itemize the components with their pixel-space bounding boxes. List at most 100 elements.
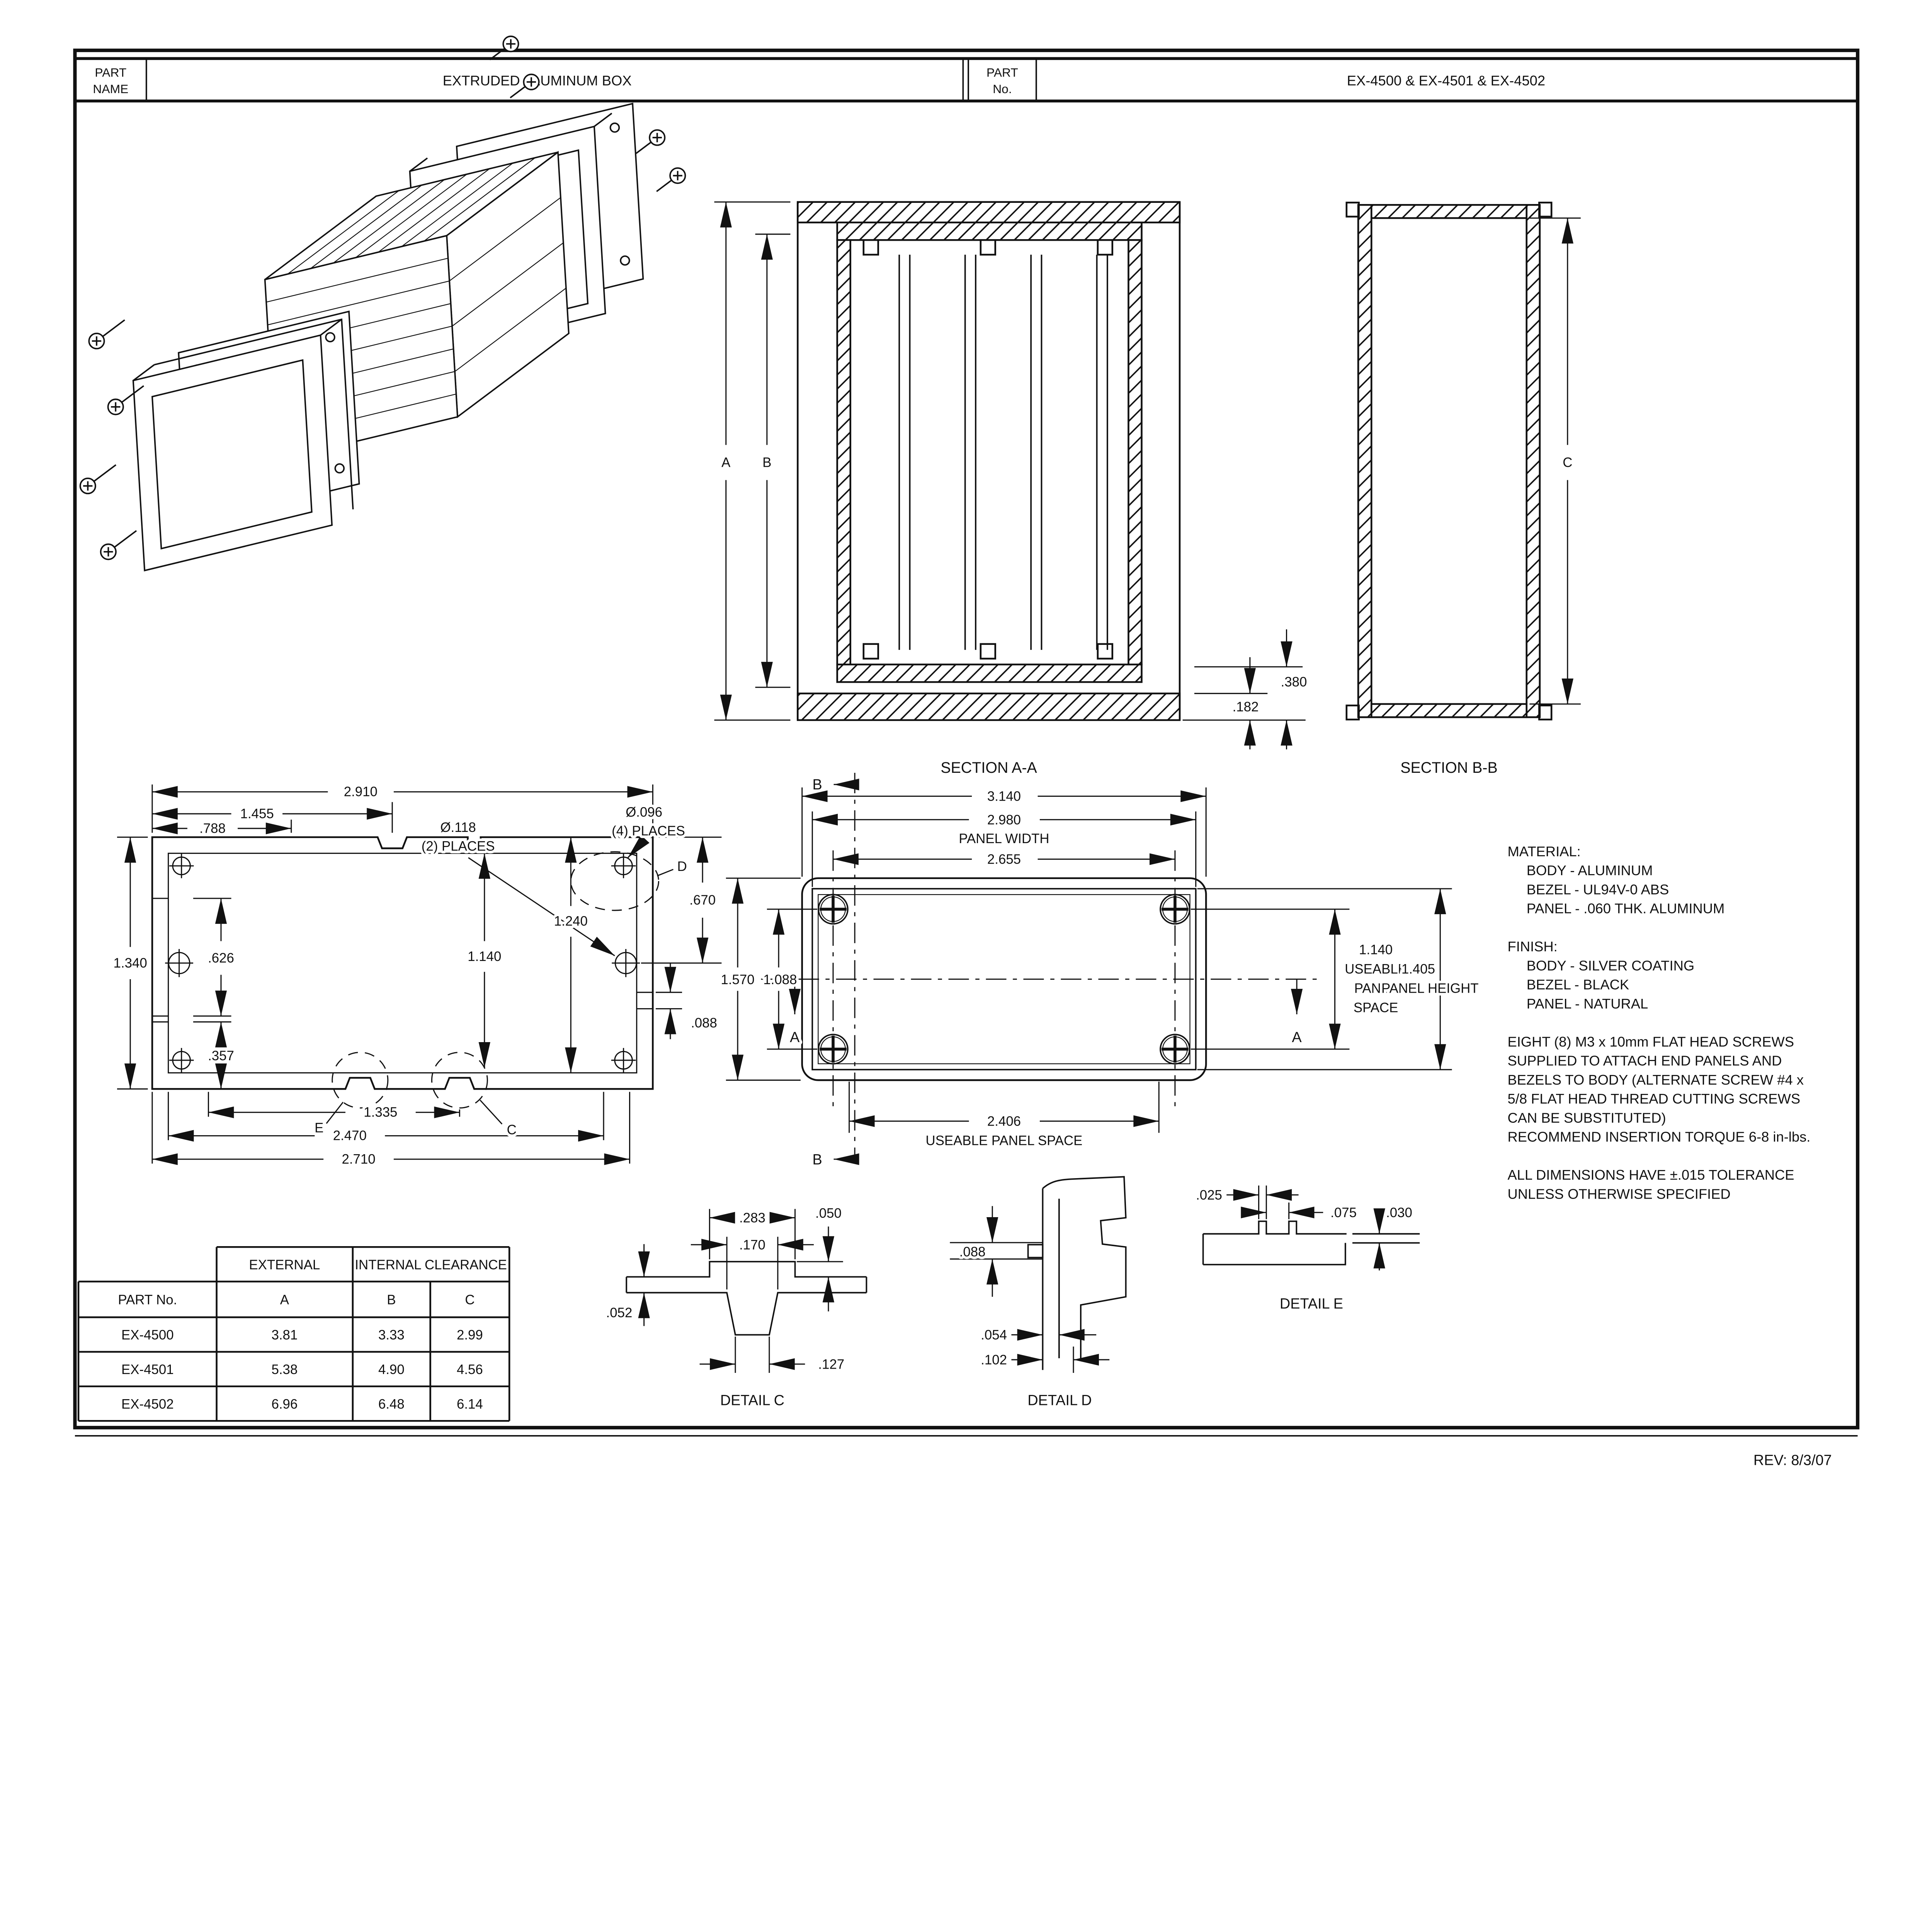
front-panel-view	[761, 772, 1318, 1159]
dim-2910: 2.910	[344, 784, 378, 799]
marker-b-bottom: B	[813, 1152, 822, 1168]
screw-note-line: CAN BE SUBSTITUTED)	[1508, 1110, 1666, 1126]
dim-1088: 1.088	[763, 972, 797, 987]
finish-title: FINISH:	[1508, 939, 1558, 954]
cell-c: 2.99	[457, 1328, 483, 1343]
dim-1455: 1.455	[240, 806, 274, 821]
useable-line1: USEABLE	[1345, 962, 1407, 977]
cell-b: 6.48	[378, 1396, 405, 1412]
title-block	[75, 57, 1858, 103]
section-b-b-dims	[1529, 217, 1581, 705]
table-col-b: B	[387, 1293, 396, 1308]
detail-d-label: DETAIL D	[1027, 1392, 1092, 1408]
table-row: EX-4501 5.38 4.90 4.56	[121, 1362, 483, 1377]
marker-a-left: A	[790, 1029, 800, 1046]
detail-d-dim-054: .054	[981, 1328, 1007, 1343]
dim-788: .788	[199, 821, 226, 836]
section-b-dim-c: C	[1563, 455, 1572, 470]
finish-line: BODY - SILVER COATING	[1527, 957, 1694, 973]
detail-c-dim-283: .283	[739, 1211, 765, 1226]
cell-a: 3.81	[271, 1328, 298, 1343]
marker-b-top: B	[813, 777, 822, 793]
dim-2655: 2.655	[987, 852, 1021, 867]
dim-357: .357	[208, 1048, 234, 1063]
callout-e: E	[315, 1120, 323, 1135]
profile-dims	[117, 784, 722, 1165]
screw-note-line: BEZELS TO BODY (ALTERNATE SCREW #4 x	[1508, 1072, 1804, 1088]
front-panel-dims	[726, 779, 1452, 1165]
detail-c-dim-050: .050	[815, 1206, 842, 1221]
dim-1140-profile: 1.140	[468, 949, 501, 964]
notes-block: MATERIAL: BODY - ALUMINUM BEZEL - UL94V-…	[1508, 844, 1811, 1202]
dim-2980: 2.980	[987, 812, 1021, 827]
isometric-exploded-view	[79, 36, 686, 571]
part-no-label-line1: PART	[986, 65, 1018, 79]
detail-e-label: DETAIL E	[1280, 1296, 1343, 1312]
useable-line2: PANEL	[1354, 981, 1398, 996]
cell-c: 4.56	[457, 1362, 483, 1377]
hole-118: Ø.118	[440, 820, 476, 835]
section-b-b-view	[1345, 201, 1553, 721]
cell-b: 4.90	[378, 1362, 405, 1377]
panel-width-label: PANEL WIDTH	[959, 831, 1049, 846]
material-line: PANEL - .060 THK. ALUMINUM	[1527, 901, 1725, 917]
detail-e-view	[1202, 1185, 1420, 1270]
callout-c: C	[507, 1122, 517, 1138]
detail-d-view	[950, 1176, 1127, 1373]
part-no-value: EX-4500 & EX-4501 & EX-4502	[1347, 73, 1545, 88]
section-a-a-label: SECTION A-A	[940, 759, 1037, 776]
sheet-border	[73, 48, 1860, 1437]
detail-e-dim-075: .075	[1330, 1205, 1357, 1220]
cell-b: 3.33	[378, 1328, 405, 1343]
dim-182: .182	[1233, 699, 1259, 714]
dim-2710: 2.710	[342, 1151, 375, 1167]
panel-screw-icon	[818, 894, 1190, 1065]
table-header-internal: INTERNAL CLEARANCE	[355, 1257, 507, 1272]
detail-c-view	[626, 1209, 867, 1373]
screw-icon	[79, 36, 686, 560]
dim-1405: 1.405	[1401, 962, 1435, 977]
screw-note-line: 5/8 FLAT HEAD THREAD CUTTING SCREWS	[1508, 1091, 1801, 1107]
useable-panel-space-label: USEABLE PANEL SPACE	[926, 1133, 1083, 1148]
material-line: BODY - ALUMINUM	[1527, 862, 1653, 878]
engineering-drawing-sheet: PART NAME EXTRUDED ALUMINUM BOX PART No.…	[73, 36, 1860, 1469]
part-name-label-line2: NAME	[93, 82, 128, 96]
section-a-dim-a: A	[721, 455, 731, 470]
detail-c-dim-127: .127	[818, 1357, 844, 1372]
size-table	[77, 1246, 510, 1422]
cell-a: 5.38	[271, 1362, 298, 1377]
dim-1340: 1.340	[114, 956, 147, 971]
cell-part: EX-4502	[121, 1396, 174, 1412]
screw-note-line: SUPPLIED TO ATTACH END PANELS AND	[1508, 1053, 1782, 1069]
section-b-b-label: SECTION B-B	[1400, 759, 1498, 776]
screw-note-line: EIGHT (8) M3 x 10mm FLAT HEAD SCREWS	[1508, 1034, 1794, 1049]
detail-c-label: DETAIL C	[720, 1392, 784, 1408]
detail-e-dim-030: .030	[1386, 1205, 1412, 1220]
table-col-c: C	[465, 1293, 474, 1308]
marker-a-right: A	[1292, 1029, 1302, 1046]
panel-height-label: PANEL HEIGHT	[1381, 981, 1479, 996]
dim-626: .626	[208, 951, 234, 966]
callout-d: D	[677, 859, 687, 874]
detail-d-dim-088: .088	[959, 1245, 986, 1260]
section-a-a-dims	[714, 201, 1306, 750]
cell-a: 6.96	[271, 1396, 298, 1412]
dim-3140: 3.140	[987, 789, 1021, 804]
dim-670: .670	[689, 893, 716, 908]
hole-118-note: (2) PLACES	[422, 839, 495, 854]
dim-088-profile: .088	[691, 1015, 717, 1031]
finish-line: BEZEL - BLACK	[1527, 977, 1629, 993]
material-title: MATERIAL:	[1508, 844, 1581, 859]
dim-2406: 2.406	[987, 1114, 1021, 1129]
screw-note-line: RECOMMEND INSERTION TORQUE 6-8 in-lbs.	[1508, 1129, 1811, 1145]
dim-1570: 1.570	[721, 972, 755, 987]
cell-part: EX-4500	[121, 1328, 174, 1343]
finish-line: PANEL - NATURAL	[1527, 996, 1648, 1012]
detail-c-dim-170: .170	[739, 1237, 765, 1252]
dim-380: .380	[1281, 675, 1307, 690]
detail-d-dim-102: .102	[981, 1352, 1007, 1367]
dim-1335: 1.335	[364, 1105, 397, 1120]
profile-view	[151, 836, 660, 1109]
useable-line3: SPACE	[1354, 1000, 1398, 1015]
cell-part: EX-4501	[121, 1362, 174, 1377]
